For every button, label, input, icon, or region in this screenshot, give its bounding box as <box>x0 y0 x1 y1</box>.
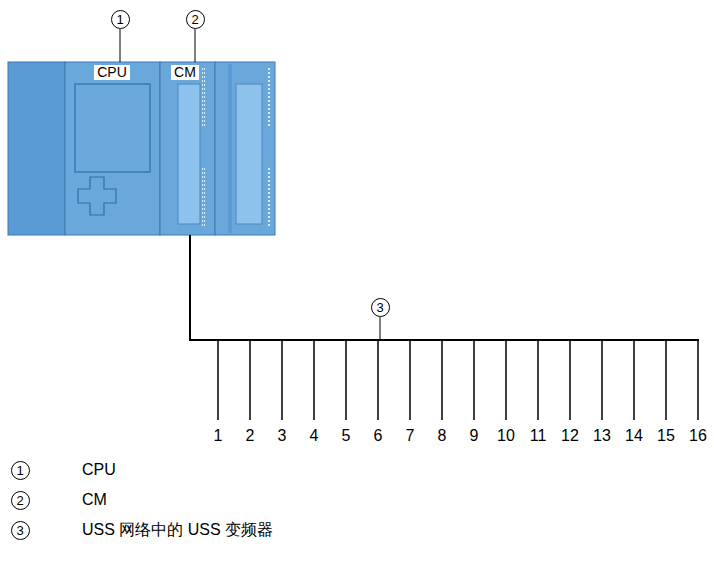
callout-number: 2 <box>186 10 205 29</box>
drive-drop <box>281 340 283 420</box>
drive-number: 1 <box>214 427 223 445</box>
drive-drop <box>569 340 571 420</box>
cpu-module <box>65 62 160 235</box>
callout-number: 1 <box>11 461 30 480</box>
drive-drops <box>218 340 698 420</box>
legend-text: CPU <box>82 461 116 479</box>
drive-number: 14 <box>625 427 643 445</box>
drive-number: 3 <box>278 427 287 445</box>
callout-number: 1 <box>111 10 130 29</box>
drive-number: 4 <box>310 427 319 445</box>
cm-module-box: CM <box>160 62 215 235</box>
led-row <box>267 168 270 228</box>
cpu-display <box>75 84 150 172</box>
drive-drop <box>601 340 603 420</box>
drive-number: 8 <box>438 427 447 445</box>
callout-number: 3 <box>371 298 390 317</box>
drive-number: 16 <box>689 427 707 445</box>
callout-number: 3 <box>11 521 30 540</box>
drive-drop <box>697 340 699 420</box>
led-row <box>267 66 270 126</box>
drive-drop <box>313 340 315 420</box>
drive-number: 7 <box>406 427 415 445</box>
drive-drop <box>377 340 379 420</box>
leader-line <box>195 29 196 62</box>
drive-number: 11 <box>530 427 547 445</box>
drive-number: 10 <box>497 427 515 445</box>
drive-drop <box>665 340 667 420</box>
cpu-module-box: CPU <box>65 62 160 235</box>
drive-number: 15 <box>657 427 675 445</box>
leader-line <box>120 29 121 62</box>
legend-text: CM <box>82 491 107 509</box>
drive-drop <box>217 340 219 420</box>
drive-number: 6 <box>374 427 383 445</box>
drive-number: 12 <box>561 427 579 445</box>
drive-drop <box>409 340 411 420</box>
cm-module <box>160 62 215 235</box>
drive-drop <box>441 340 443 420</box>
drive-number: 2 <box>246 427 255 445</box>
module-label: CM <box>171 65 199 80</box>
drive-drop <box>473 340 475 420</box>
drive-drop <box>537 340 539 420</box>
uss-bus <box>190 235 699 340</box>
drive-drop <box>249 340 251 420</box>
drive-number: 13 <box>593 427 611 445</box>
drive-number: 5 <box>342 427 351 445</box>
drive-drop <box>505 340 507 420</box>
drive-number: 9 <box>470 427 479 445</box>
cpu-keypad <box>78 177 116 215</box>
leader-line <box>380 317 381 340</box>
io-module <box>215 62 275 235</box>
led-row <box>202 168 205 228</box>
module-label: CPU <box>94 65 130 80</box>
led-row <box>202 66 205 126</box>
drive-drop <box>633 340 635 420</box>
legend-text: USS 网络中的 USS 变频器 <box>82 521 273 539</box>
io-strip <box>236 84 262 224</box>
callout-number: 2 <box>11 491 30 510</box>
drive-drop <box>345 340 347 420</box>
power-module <box>8 62 65 235</box>
cm-strip <box>178 84 200 224</box>
module-edge <box>228 64 232 233</box>
